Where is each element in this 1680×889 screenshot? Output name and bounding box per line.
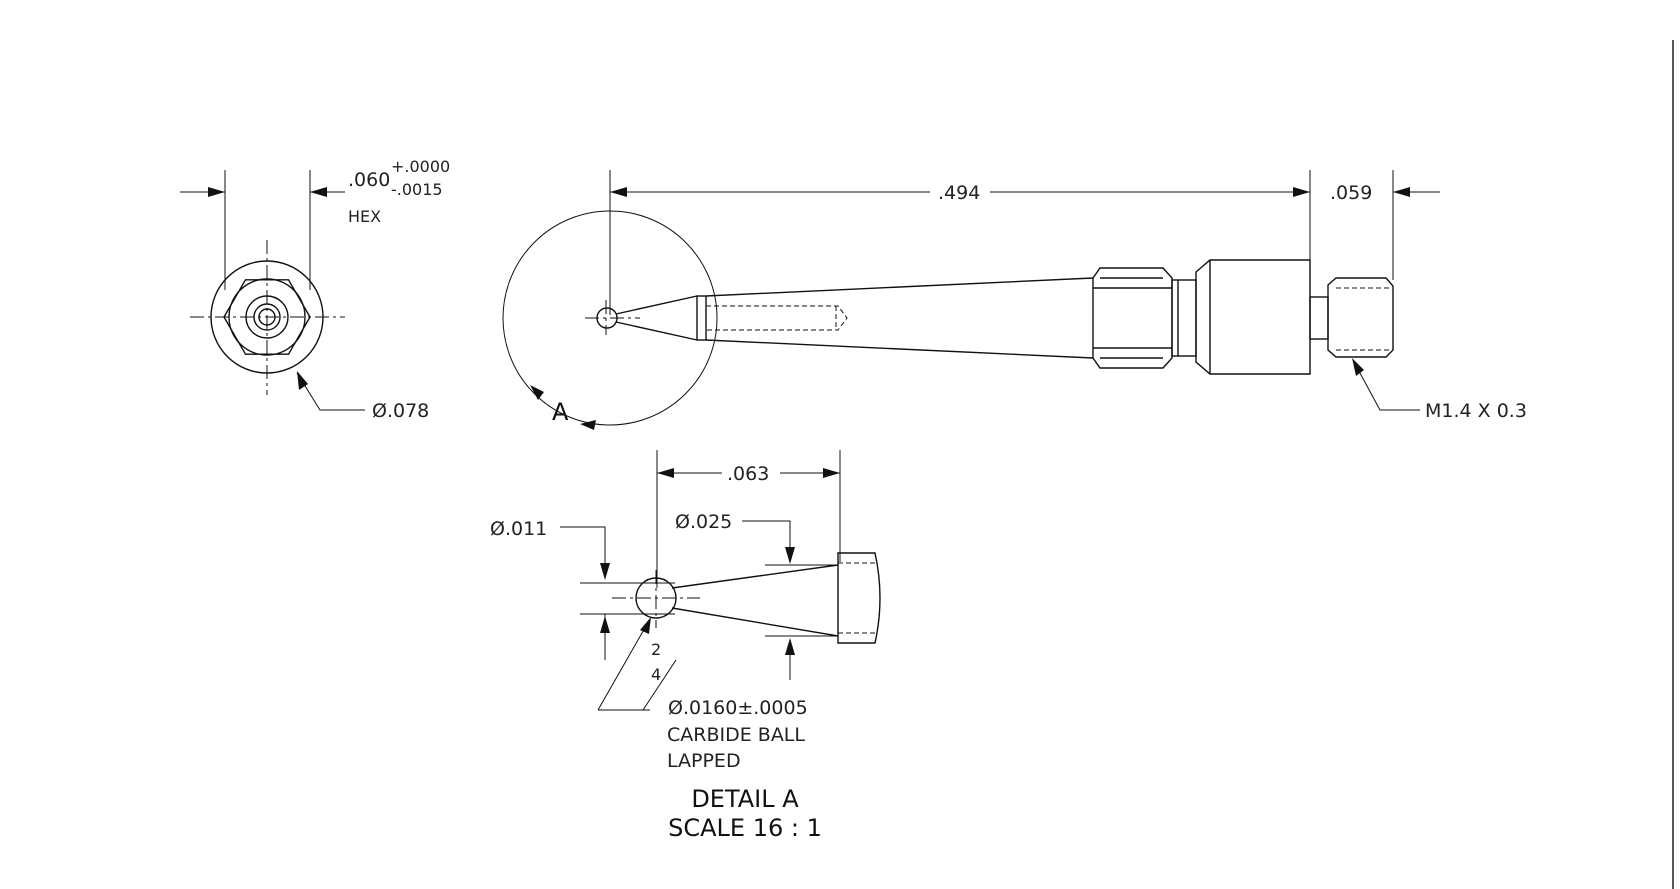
- end-diameter: Ø.078: [372, 400, 429, 422]
- outer-circle: [210, 260, 324, 374]
- ball-note-finish: LAPPED: [667, 750, 741, 772]
- hex-tol-plus: +.0000: [391, 157, 450, 176]
- side-view: .494 .059 A: [502, 170, 1527, 430]
- detail-scale: SCALE 16 : 1: [668, 814, 822, 842]
- thread-callout: M1.4 X 0.3: [1425, 400, 1527, 422]
- detail-a-view: .063 Ø.011 Ø.025 2 4: [490, 450, 881, 842]
- hex-nominal: .060: [348, 169, 390, 191]
- end-view: .060 +.0000 -.0015 HEX Ø.078: [180, 157, 450, 422]
- hex-label: HEX: [348, 207, 381, 226]
- detail-taper-diameter: Ø.025: [675, 511, 732, 533]
- detail-circle: [502, 210, 718, 426]
- ball-note-material: CARBIDE BALL: [667, 724, 805, 746]
- detail-ball: [635, 577, 677, 619]
- detail-taper-length: .063: [727, 463, 769, 485]
- ball-diameter: Ø.0160±.0005: [668, 697, 808, 719]
- finish-top: 2: [651, 640, 661, 659]
- detail-title: DETAIL A: [691, 785, 799, 813]
- hex-outline: [223, 279, 311, 355]
- hex-tol-minus: -.0015: [391, 180, 443, 199]
- detail-marker: A: [552, 398, 569, 426]
- finish-bottom: 4: [651, 665, 661, 684]
- ball-tip: [596, 307, 618, 329]
- thread-length: .059: [1330, 182, 1372, 204]
- overall-length: .494: [938, 182, 980, 204]
- detail-tip-diameter: Ø.011: [490, 518, 547, 540]
